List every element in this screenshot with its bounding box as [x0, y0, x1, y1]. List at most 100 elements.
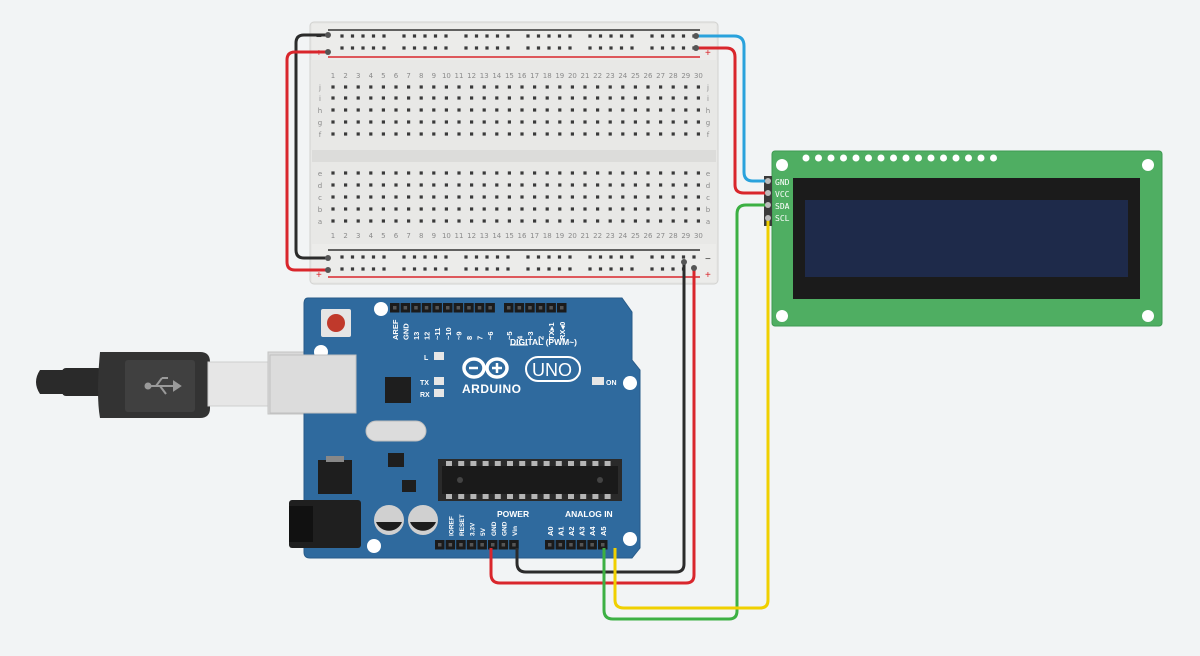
- breadboard-hole: [470, 171, 474, 175]
- breadboard-hole: [621, 120, 625, 124]
- lcd-pin-scl-label: SCL: [775, 214, 790, 223]
- column-number: 15: [505, 72, 514, 80]
- breadboard-hole: [684, 132, 688, 136]
- rail-hole: [547, 267, 551, 271]
- breadboard-hole: [570, 183, 574, 187]
- breadboard-hole: [520, 85, 524, 89]
- header-hole: [469, 543, 474, 547]
- breadboard-hole: [621, 183, 625, 187]
- column-number: 17: [530, 232, 539, 240]
- column-number: 27: [656, 72, 665, 80]
- breadboard-hole: [558, 219, 562, 223]
- rail-hole: [568, 46, 572, 50]
- lcd-pin-vcc-label: VCC: [775, 190, 790, 199]
- breadboard-hole: [495, 219, 499, 223]
- breadboard-hole: [671, 132, 675, 136]
- bottom-right-minus-label: −: [705, 254, 711, 265]
- breadboard-hole: [633, 132, 637, 136]
- chip-pin: [494, 461, 501, 466]
- led-on: [592, 377, 604, 385]
- rail-hole: [423, 267, 427, 271]
- header-hole: [601, 543, 605, 547]
- breadboard-hole: [583, 108, 587, 112]
- header-hole: [477, 306, 482, 310]
- breadboard-hole: [432, 85, 436, 89]
- chip-pin: [482, 494, 489, 499]
- rail-hole: [526, 46, 530, 50]
- breadboard-hole: [684, 219, 688, 223]
- rail-hole: [588, 34, 592, 38]
- breadboard-hole: [369, 132, 373, 136]
- breadboard-hole: [558, 132, 562, 136]
- rail-hole: [630, 255, 634, 259]
- lcd-top-pin: [877, 154, 885, 162]
- row-letter: b: [318, 206, 323, 214]
- top-left-minus-label: −: [316, 32, 322, 43]
- breadboard-hole: [432, 195, 436, 199]
- breadboard-hole: [570, 120, 574, 124]
- rail-hole: [361, 34, 365, 38]
- breadboard-hole: [583, 96, 587, 100]
- chip-pin: [555, 461, 562, 466]
- breadboard-hole: [394, 195, 398, 199]
- column-number: 4: [369, 72, 374, 80]
- lcd-top-pin: [927, 154, 935, 162]
- lcd-pin-gnd-label: GND: [775, 178, 790, 187]
- breadboard-hole: [495, 96, 499, 100]
- breadboard-hole: [545, 120, 549, 124]
- lcd-pin-sda-label: SDA: [775, 202, 790, 211]
- rail-hole: [382, 255, 386, 259]
- breadboard-hole: [369, 85, 373, 89]
- rail-hole: [474, 34, 479, 38]
- breadboard-hole: [507, 195, 511, 199]
- breadboard-hole: [419, 132, 423, 136]
- rail-hole: [340, 255, 344, 259]
- breadboard-hole: [457, 195, 461, 199]
- breadboard-hole: [369, 171, 373, 175]
- breadboard-hole: [470, 85, 474, 89]
- row-letter: c: [706, 194, 710, 202]
- digital-pin-label: 12: [423, 332, 432, 340]
- rail-hole: [630, 46, 634, 50]
- breadboard-hole: [457, 183, 461, 187]
- lcd-top-pin-row: [802, 154, 997, 162]
- column-number: 6: [394, 232, 399, 240]
- rail-hole: [423, 34, 427, 38]
- rail-hole: [464, 46, 468, 50]
- rail-hole: [660, 34, 665, 38]
- header-hole: [560, 306, 564, 310]
- analog-pin-label: A4: [588, 526, 597, 536]
- breadboard-hole: [432, 207, 436, 211]
- column-number: 27: [656, 232, 665, 240]
- breadboard-hole: [432, 171, 436, 175]
- lcd-mount-hole-bl: [776, 310, 788, 322]
- chip-pin: [592, 461, 599, 466]
- breadboard-hole: [684, 207, 688, 211]
- breadboard-hole: [671, 207, 675, 211]
- usb-port: [269, 354, 357, 414]
- breadboard-hole: [381, 120, 385, 124]
- rail-hole: [588, 46, 592, 50]
- arduino-mount-hole: [374, 302, 388, 316]
- breadboard-hole: [608, 171, 612, 175]
- analog-pin-label: A3: [578, 526, 587, 536]
- column-number: 5: [381, 232, 385, 240]
- breadboard-hole: [545, 183, 549, 187]
- wire-end-caps: [325, 32, 771, 273]
- breadboard-hole: [646, 96, 650, 100]
- breadboard-hole: [369, 96, 373, 100]
- breadboard-hole: [381, 195, 385, 199]
- breadboard-hole: [331, 96, 335, 100]
- breadboard-hole: [470, 108, 474, 112]
- column-number: 6: [394, 72, 399, 80]
- lcd-top-pin: [890, 154, 897, 162]
- breadboard-hole: [495, 85, 499, 89]
- breadboard-hole: [596, 85, 600, 89]
- lcd-mount-hole-tr: [1142, 159, 1154, 171]
- header-hole: [549, 306, 553, 310]
- breadboard-hole: [659, 183, 663, 187]
- breadboard-hole: [457, 171, 461, 175]
- breadboard-hole: [646, 132, 650, 136]
- column-number: 14: [492, 72, 501, 80]
- breadboard-hole: [671, 96, 675, 100]
